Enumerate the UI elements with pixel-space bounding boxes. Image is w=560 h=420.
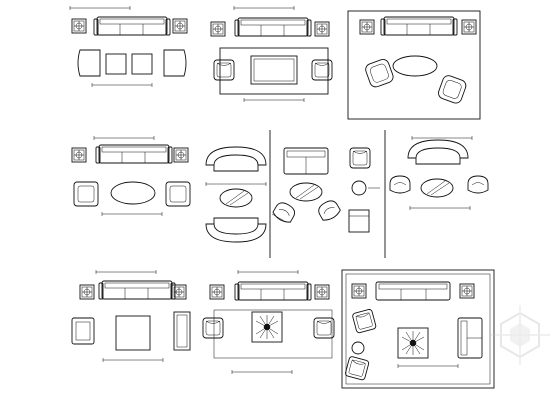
block-i <box>71 269 191 363</box>
rug-frame <box>341 269 495 389</box>
armchair <box>344 355 370 381</box>
block-g <box>348 147 380 233</box>
sofa <box>93 16 171 36</box>
sofa <box>98 280 176 300</box>
console <box>173 311 191 351</box>
oval-table <box>110 181 156 205</box>
round-table <box>351 341 365 355</box>
armchair <box>165 181 191 207</box>
block-a <box>69 5 188 88</box>
tub-chair <box>389 175 411 194</box>
block-d <box>71 135 191 217</box>
end-table <box>173 147 189 163</box>
cube-table <box>105 53 127 75</box>
sofa <box>95 144 173 164</box>
oval-table <box>420 178 454 198</box>
armchair <box>213 59 235 81</box>
coffee-table <box>250 55 298 85</box>
armchair <box>351 308 377 334</box>
sofa <box>234 17 312 37</box>
armchair <box>163 49 187 77</box>
round-chair <box>365 59 394 88</box>
tub-chair <box>467 175 489 194</box>
end-table <box>359 19 375 35</box>
cube-table <box>131 53 153 75</box>
end-table <box>209 284 225 300</box>
round-table <box>351 180 367 196</box>
end-table <box>351 283 367 299</box>
oval-table <box>392 55 438 77</box>
armchair <box>311 59 333 81</box>
end-table <box>172 18 188 34</box>
rug-frame <box>347 10 481 120</box>
block-k <box>341 269 495 389</box>
round-chair <box>438 75 467 104</box>
curved-sofa <box>407 139 469 165</box>
end-table <box>461 19 477 35</box>
end-table <box>314 284 330 300</box>
end-table <box>71 18 87 34</box>
rug <box>219 47 329 95</box>
armchair <box>313 317 335 339</box>
armchair <box>202 317 224 339</box>
block-j <box>202 269 335 375</box>
block-e <box>205 146 267 243</box>
end-table <box>210 21 226 37</box>
tub-chair <box>315 197 343 224</box>
rug <box>213 309 333 359</box>
plant-rug <box>251 311 283 343</box>
sofa <box>380 16 458 36</box>
sofa <box>234 281 312 301</box>
end-table <box>348 209 370 233</box>
block-h <box>389 135 489 211</box>
block-b <box>210 5 333 103</box>
plant-rug <box>397 327 429 359</box>
block-c <box>347 10 481 120</box>
end-table <box>459 283 475 299</box>
sofa <box>375 281 451 301</box>
armchair <box>349 147 371 169</box>
block-f <box>271 147 343 226</box>
end-table <box>71 147 87 163</box>
oval-table <box>219 188 253 208</box>
armchair <box>71 317 95 345</box>
curved-sofa <box>205 146 267 172</box>
oval-table <box>289 182 323 202</box>
end-table <box>314 21 330 37</box>
curved-sofa <box>205 217 267 243</box>
armchair <box>77 49 101 77</box>
end-table <box>171 284 187 300</box>
sheet-dividers <box>269 130 386 258</box>
armchair <box>73 181 99 207</box>
end-table <box>79 284 95 300</box>
square-table <box>115 315 151 351</box>
loveseat <box>457 317 483 359</box>
